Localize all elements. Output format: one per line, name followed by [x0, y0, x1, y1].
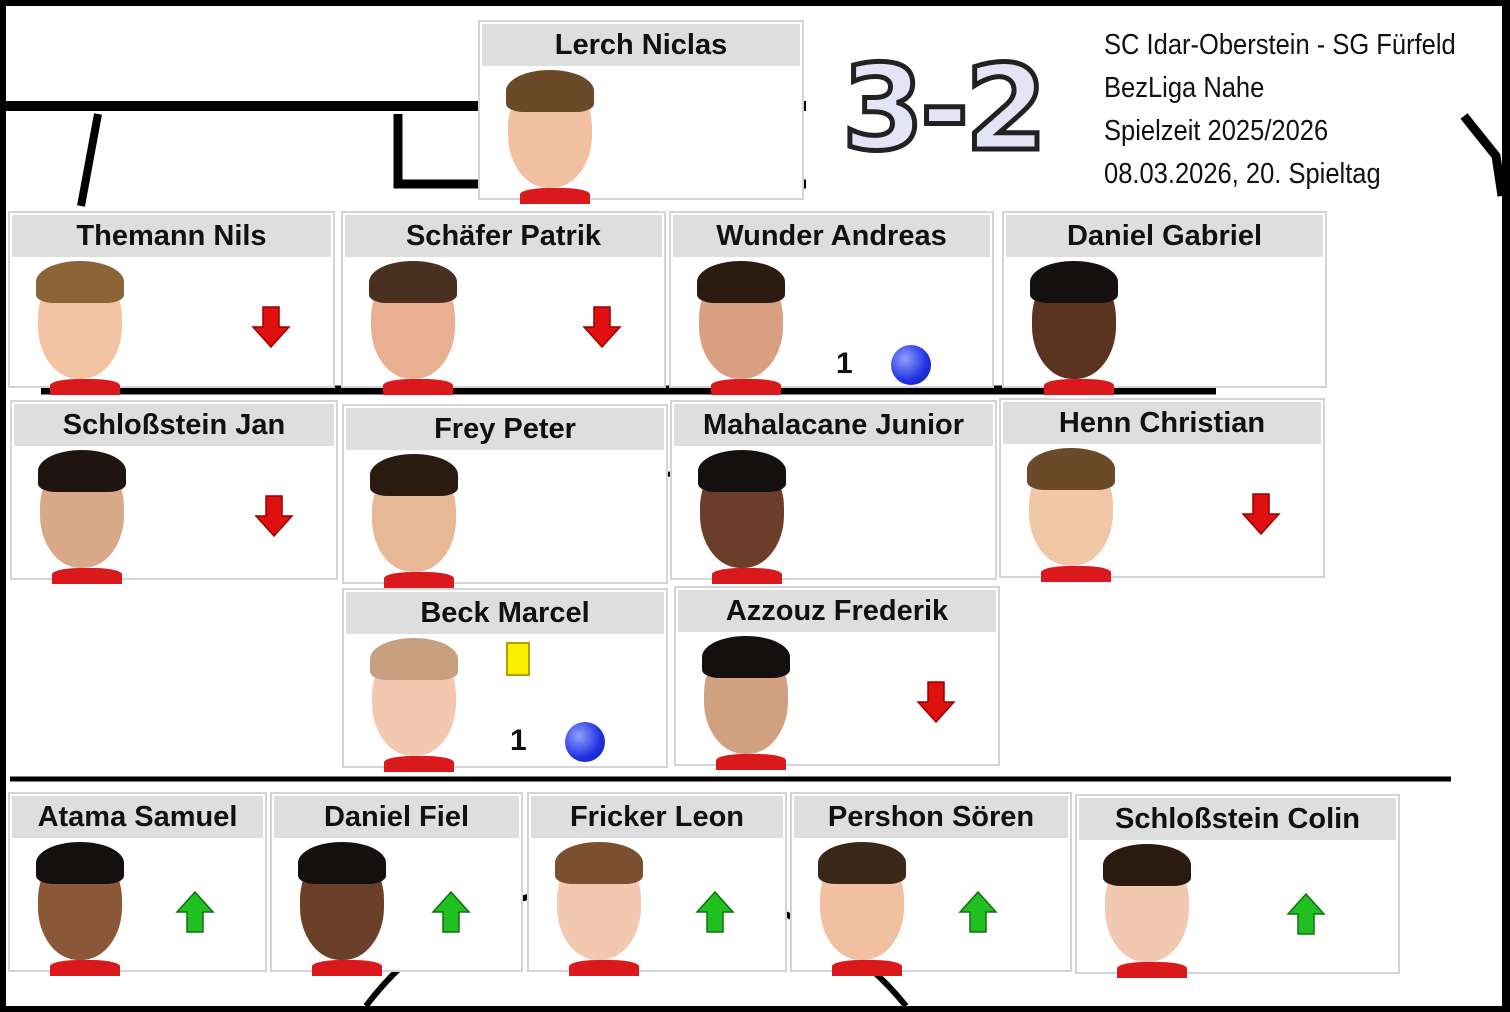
- substituted-out-arrow-icon: [254, 494, 294, 538]
- player-photo: [693, 259, 789, 395]
- player-photo: [551, 840, 647, 976]
- substituted-in-arrow-icon: [695, 890, 735, 934]
- player-card[interactable]: Daniel Gabriel: [1002, 211, 1327, 395]
- player-photo: [34, 448, 130, 584]
- player-card[interactable]: Pershon Sören: [790, 792, 1072, 976]
- substituted-in-arrow-icon: [1286, 892, 1326, 936]
- player-name: Beck Marcel: [346, 592, 664, 634]
- player-card[interactable]: Azzouz Frederik: [674, 586, 1000, 770]
- player-photo: [1023, 446, 1119, 582]
- match-season: Spielzeit 2025/2026: [1104, 115, 1329, 147]
- substituted-in-arrow-icon: [958, 890, 998, 934]
- player-photo: [366, 636, 462, 772]
- player-photo: [694, 448, 790, 584]
- match-info: SC Idar-Oberstein - SG Fürfeld BezLiga N…: [1104, 24, 1456, 196]
- substituted-out-arrow-icon: [916, 680, 956, 724]
- substituted-out-arrow-icon: [582, 305, 622, 349]
- player-name: Themann Nils: [12, 215, 331, 257]
- player-name: Mahalacane Junior: [674, 404, 993, 446]
- player-photo: [365, 259, 461, 395]
- player-photo: [294, 840, 390, 976]
- match-date: 08.03.2026, 20. Spieltag: [1104, 158, 1381, 190]
- player-photo: [1026, 259, 1122, 395]
- player-card[interactable]: Schloßstein Jan: [10, 400, 338, 584]
- player-photo: [1099, 842, 1195, 978]
- player-card[interactable]: Henn Christian: [999, 398, 1325, 582]
- substituted-in-arrow-icon: [175, 890, 215, 934]
- player-photo: [502, 68, 598, 204]
- player-name: Azzouz Frederik: [678, 590, 996, 632]
- soccer-ball-icon: [891, 345, 931, 385]
- player-name: Schloßstein Colin: [1079, 798, 1396, 840]
- player-card[interactable]: Daniel Fiel: [270, 792, 523, 976]
- goal-count: 1: [836, 347, 853, 380]
- player-card[interactable]: Fricker Leon: [527, 792, 787, 976]
- player-name: Fricker Leon: [531, 796, 783, 838]
- player-name: Frey Peter: [346, 408, 664, 450]
- player-card[interactable]: Schloßstein Colin: [1075, 794, 1400, 978]
- player-card[interactable]: Lerch Niclas: [478, 20, 804, 204]
- player-card[interactable]: Themann Nils: [8, 211, 335, 395]
- player-name: Schloßstein Jan: [14, 404, 334, 446]
- player-photo: [814, 840, 910, 976]
- goal-count: 1: [510, 724, 527, 757]
- substituted-out-arrow-icon: [251, 305, 291, 349]
- player-card[interactable]: Frey Peter: [342, 404, 668, 588]
- player-name: Daniel Gabriel: [1006, 215, 1323, 257]
- match-league: BezLiga Nahe: [1104, 72, 1265, 104]
- yellow-card-icon: [506, 642, 530, 676]
- match-teams: SC Idar-Oberstein - SG Fürfeld: [1104, 29, 1456, 61]
- player-photo: [366, 452, 462, 588]
- player-photo: [32, 840, 128, 976]
- soccer-ball-icon: [565, 722, 605, 762]
- player-name: Atama Samuel: [12, 796, 263, 838]
- player-card[interactable]: Mahalacane Junior: [670, 400, 997, 584]
- player-photo: [32, 259, 128, 395]
- player-name: Henn Christian: [1003, 402, 1321, 444]
- player-name: Pershon Sören: [794, 796, 1068, 838]
- substituted-in-arrow-icon: [431, 890, 471, 934]
- player-name: Wunder Andreas: [673, 215, 990, 257]
- player-card[interactable]: Wunder Andreas 1: [669, 211, 994, 395]
- player-name: Lerch Niclas: [482, 24, 800, 66]
- player-name: Schäfer Patrik: [345, 215, 662, 257]
- player-card[interactable]: Beck Marcel 1: [342, 588, 668, 772]
- score: 3-2: [839, 39, 1049, 177]
- substituted-out-arrow-icon: [1241, 492, 1281, 536]
- player-name: Daniel Fiel: [274, 796, 519, 838]
- player-card[interactable]: Atama Samuel: [8, 792, 267, 976]
- player-photo: [698, 634, 794, 770]
- player-card[interactable]: Schäfer Patrik: [341, 211, 666, 395]
